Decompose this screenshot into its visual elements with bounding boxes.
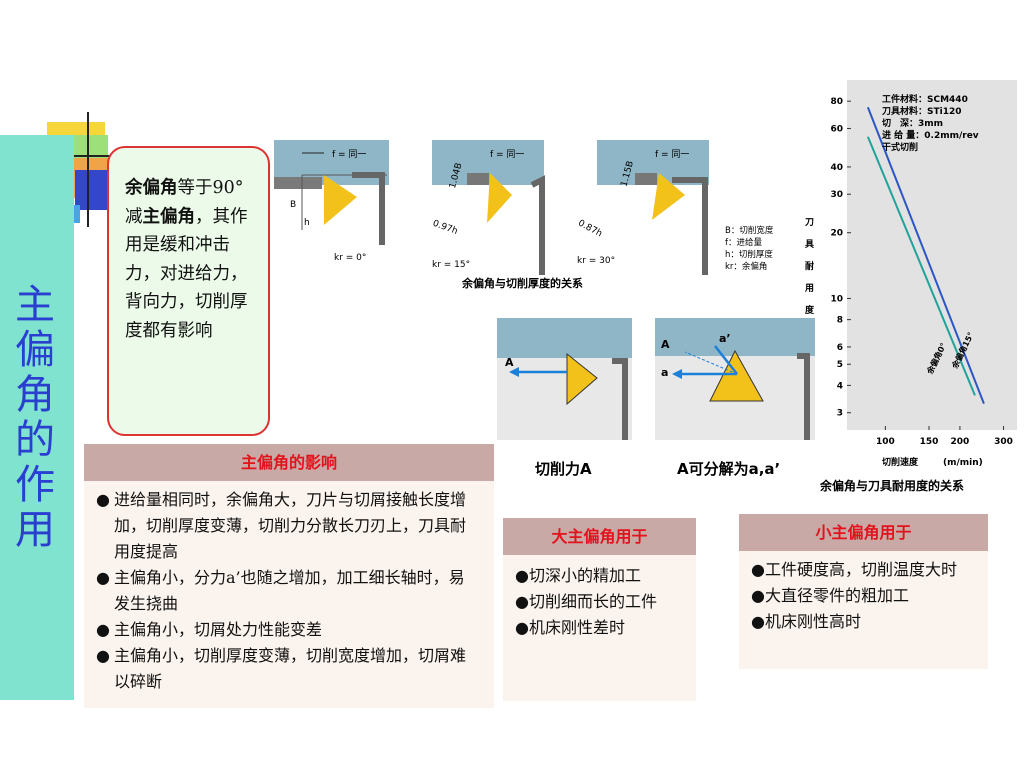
view-kr15: f = 同一 1.04B 0.97h kr = 15° xyxy=(431,140,545,275)
y-tick-label: 8 xyxy=(837,316,843,326)
list-item: ●切深小的精加工 xyxy=(515,566,641,585)
y-tick-label: 5 xyxy=(837,360,843,370)
callout-text-2: ，其作用是缓和冲击力，对进给力，背向力，切削厚度都有影响 xyxy=(125,206,248,341)
svg-text:0.97h: 0.97h xyxy=(431,219,459,237)
chart-xunit: (m/min) xyxy=(943,458,983,468)
chart-conditions: 工件材料：SCM440 刀具材料：STi120 切 深：3mm 进 给 量：0.… xyxy=(882,93,979,153)
svg-text:f = 同一: f = 同一 xyxy=(332,149,366,160)
deco-square-blue xyxy=(75,170,107,210)
list-item: ●进给量相同时，余偏角大，刀片与切屑接触长度增加，切削厚度变薄，切削力分散长刀刃… xyxy=(96,490,467,561)
svg-text:0.87h: 0.87h xyxy=(576,218,603,239)
svg-text:f = 同一: f = 同一 xyxy=(655,149,689,160)
list-item: ●主偏角小，切削厚度变薄，切削宽度增加，切屑难以碎断 xyxy=(96,646,467,691)
callout-bold-2: 主偏角 xyxy=(142,206,196,227)
chart-ylabel: 刀 具 耐 用 度 xyxy=(804,217,815,316)
chart-caption: 余偏角与刀具耐用度的关系 xyxy=(819,478,964,493)
list-item: ●主偏角小，分力a’也随之增加，加工细长轴时，易发生挠曲 xyxy=(96,568,465,613)
y-tick-label: 3 xyxy=(837,409,843,419)
svg-text:进 给 量：0.2mm/rev: 进 给 量：0.2mm/rev xyxy=(882,129,979,141)
large-angle-header: 大主偏角用于 xyxy=(503,518,696,555)
left-title-bar xyxy=(0,135,74,700)
svg-text:度: 度 xyxy=(805,304,815,316)
page-title: 主偏角的作用 xyxy=(15,282,55,553)
svg-text:kr = 30°: kr = 30° xyxy=(577,256,615,266)
chart-plot-bg xyxy=(847,80,1017,430)
svg-text:刀: 刀 xyxy=(805,217,814,228)
figure-force: A 切削力A A a a’ A可分解为a,a’ xyxy=(497,318,815,478)
y-tick-label: 10 xyxy=(830,294,843,304)
small-angle-list: ●工件硬度高，切削温度大时 ●大直径零件的粗加工 ●机床刚性高时 xyxy=(739,551,988,635)
svg-text:刀具材料：STi120: 刀具材料：STi120 xyxy=(882,105,962,117)
list-item: ●切削细而长的工件 xyxy=(515,592,657,611)
legend-f: f：进给量 xyxy=(725,237,762,248)
y-tick-label: 4 xyxy=(837,381,843,391)
series-line-0 xyxy=(866,106,985,405)
list-item: ●主偏角小，切屑处力性能变差 xyxy=(96,620,323,639)
y-tick-label: 6 xyxy=(837,343,843,353)
list-item: ●机床刚性高时 xyxy=(751,612,861,631)
x-tick-label: 100 xyxy=(876,437,895,447)
svg-text:干式切削: 干式切削 xyxy=(882,141,918,153)
tool-life-chart: 3 4 5 6 8 10 20 30 40 60 80 100 150 200 300 工件材料：SCM44… xyxy=(804,80,1017,493)
svg-text:用: 用 xyxy=(804,283,814,294)
deco-line-horizontal xyxy=(40,155,110,157)
legend-h: h：切削厚度 xyxy=(725,249,773,260)
force-label-a: a xyxy=(661,366,668,379)
series-line-1 xyxy=(866,136,976,396)
callout-text-1: 等于90°减 xyxy=(125,178,244,227)
deco-line-vertical xyxy=(87,112,89,227)
svg-text:具: 具 xyxy=(804,239,814,250)
influence-table: 主偏角的影响 ●进给量相同时，余偏角大，刀片与切屑接触长度增加，切削厚度变薄，切… xyxy=(84,444,494,708)
y-tick-label: 30 xyxy=(830,190,843,200)
svg-text:切 深：3mm: 切 深：3mm xyxy=(882,117,943,129)
y-tick-label: 40 xyxy=(830,163,843,173)
x-tick-label: 300 xyxy=(994,437,1013,447)
influence-list: ●进给量相同时，余偏角大，刀片与切屑接触长度增加，切削厚度变薄，切削力分散长刀刃… xyxy=(84,481,494,695)
force-caption-right: A可分解为a,a’ xyxy=(677,460,780,478)
list-item: ●机床刚性差时 xyxy=(515,618,625,637)
svg-text:f = 同一: f = 同一 xyxy=(490,149,524,160)
svg-text:kr = 15°: kr = 15° xyxy=(432,260,470,270)
x-tick-label: 200 xyxy=(951,437,970,447)
view-kr30: f = 同一 1.15B 0.87h kr = 30° xyxy=(576,140,709,275)
list-item: ●大直径零件的粗加工 xyxy=(751,586,909,605)
force-label-aprime: a’ xyxy=(719,332,731,345)
y-tick-label: 80 xyxy=(830,97,843,107)
large-angle-table: 大主偏角用于 ●切深小的精加工 ●切削细而长的工件 ●机床刚性差时 xyxy=(503,518,696,701)
callout-bold-1: 余偏角 xyxy=(125,178,178,198)
legend-kr: kr：余偏角 xyxy=(725,261,767,272)
figure-thickness: f = 同一 B h kr = 0° f = 同一 1.04B 0.97h kr… xyxy=(274,140,774,290)
large-angle-list: ●切深小的精加工 ●切削细而长的工件 ●机床刚性差时 xyxy=(503,555,696,641)
force-label-A: A xyxy=(505,356,514,369)
callout-box: 余偏角等于90°减主偏角，其作用是缓和冲击力，对进给力，背向力，切削厚度都有影响 xyxy=(107,146,270,436)
list-item: ●工件硬度高，切削温度大时 xyxy=(751,560,957,579)
svg-text:h: h xyxy=(304,218,310,228)
y-tick-label: 20 xyxy=(830,229,843,239)
svg-text:耐: 耐 xyxy=(805,260,814,272)
force-caption-left: 切削力A xyxy=(535,460,592,478)
x-tick-label: 150 xyxy=(920,437,939,447)
view-kr0: f = 同一 B h kr = 0° xyxy=(274,140,389,263)
small-angle-header: 小主偏角用于 xyxy=(739,514,988,551)
svg-text:B: B xyxy=(290,200,296,210)
legend-b: B：切削宽度 xyxy=(725,225,774,236)
influence-header: 主偏角的影响 xyxy=(84,444,494,481)
small-angle-table: 小主偏角用于 ●工件硬度高，切削温度大时 ●大直径零件的粗加工 ●机床刚性高时 xyxy=(739,514,988,669)
chart-xlabel: 切削速度 xyxy=(882,456,919,468)
force-label-A2: A xyxy=(661,338,670,351)
fig-thickness-caption: 余偏角与切削厚度的关系 xyxy=(461,276,583,290)
svg-text:工件材料：SCM440: 工件材料：SCM440 xyxy=(882,93,968,105)
y-tick-label: 60 xyxy=(830,124,843,134)
svg-text:kr = 0°: kr = 0° xyxy=(334,253,366,263)
